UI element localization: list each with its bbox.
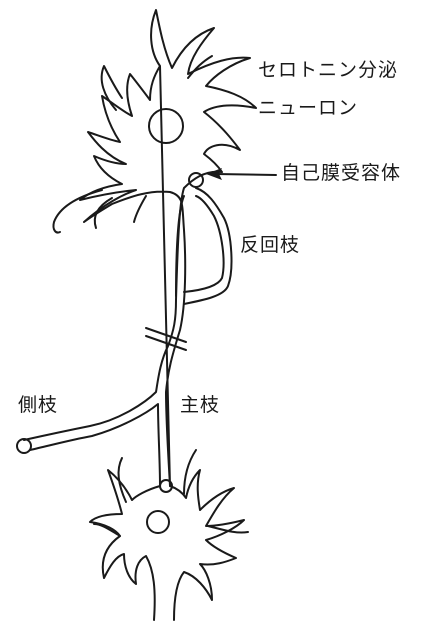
upper-nucleus: [149, 109, 183, 143]
label-main-branch: 主枝: [180, 396, 220, 415]
lower-dendrite-top-left: [119, 458, 126, 502]
autoreceptor-terminal: [189, 173, 203, 187]
recurrent-collateral-inner: [184, 196, 224, 292]
autoreceptor-arrow-line: [216, 174, 276, 175]
label-recurrent-collateral: 反回枝: [240, 236, 300, 255]
label-lateral-branch: 側枝: [18, 396, 58, 415]
label-serotonin-line2: ニューロン: [258, 99, 358, 118]
upper-dendrite-lower: [134, 196, 146, 222]
lateral-branch-terminal: [17, 439, 31, 453]
label-autoreceptor: 自己膜受容体: [281, 164, 401, 183]
label-serotonin-line1: セロトニン分泌: [258, 61, 398, 80]
upper-dendrite-top-left: [102, 66, 122, 110]
upper-neuron: [24, 10, 256, 486]
lower-nucleus: [147, 511, 169, 533]
lower-dendrite-right: [208, 526, 248, 533]
upper-cell-body: [24, 10, 256, 486]
